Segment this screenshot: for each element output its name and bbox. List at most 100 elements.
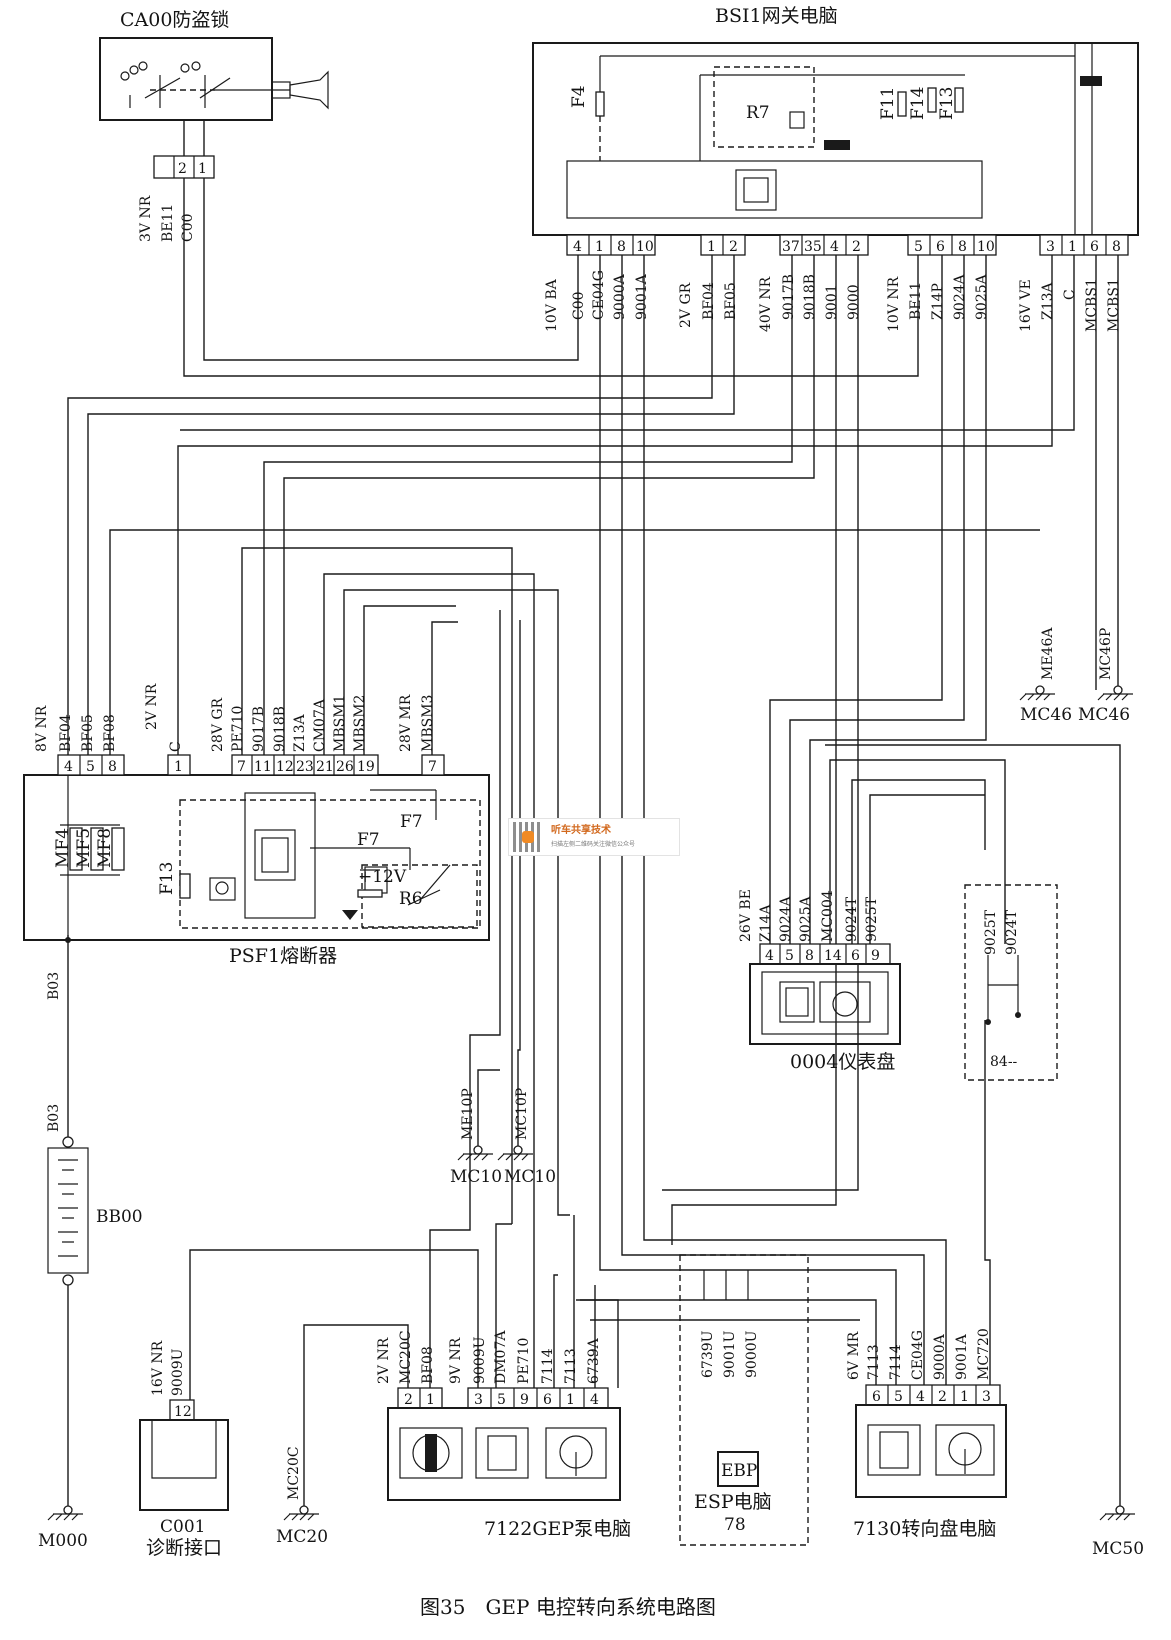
- ground-m000: M000: [38, 1505, 88, 1551]
- bsi1-fuse-f14: F14: [908, 87, 928, 120]
- bsi1-c3-wire-9017b: 9017B: [781, 274, 797, 320]
- cluster-wire-9025t: 9025T: [864, 896, 880, 942]
- bsi1-c4-spec: 10V NR: [886, 276, 902, 332]
- bsi1-c5-pin-3: 3: [1046, 239, 1055, 255]
- psf1-c4-spec: 28V MR: [398, 694, 414, 752]
- psf1-c1-wire-bf04: BF04: [58, 714, 74, 752]
- psf1-c3-wire-mbsm1: MBSM1: [332, 695, 348, 752]
- bsi1-connector-1: 4 1 8 10 10V BA C00 CE04G 9000A 9001A: [544, 234, 656, 332]
- bsi1-gateway-module: R7 F4 F11 F14 F13: [532, 42, 1139, 236]
- bb00-wire-b03-top: B03: [46, 972, 62, 1000]
- psf1-fuse-mf8: MF8: [95, 828, 115, 868]
- psf1-c2-wire-c: C: [168, 741, 184, 752]
- unit84-wire-9025t: 9025T: [983, 909, 999, 955]
- psf1-c1-pin-4: 4: [64, 759, 73, 775]
- bsi1-connector-2: 1 2 2V GR BF04 BF05: [678, 234, 746, 328]
- esp-inner-ebp: EBP: [721, 1461, 757, 1481]
- cluster-title: 0004仪表盘: [790, 1051, 895, 1073]
- psf1-fuse-f13: F13: [157, 862, 177, 895]
- gep-c2-pin-9: 9: [520, 1392, 529, 1408]
- psf1-c3-pin-21: 21: [316, 759, 334, 775]
- w7130-title: 7130转向盘电脑: [853, 1518, 996, 1540]
- w7130-pin-2: 2: [938, 1389, 947, 1405]
- gep-sensor-icon: [545, 1427, 607, 1479]
- psf1-chip-icon: [254, 829, 296, 881]
- ca00-pin-1: 1: [198, 161, 207, 177]
- cluster-wire-9024t: 9024T: [844, 896, 860, 942]
- psf1-c3-wire-mbsm2: MBSM2: [352, 695, 368, 752]
- gep-c1-pin-2: 2: [404, 1392, 413, 1408]
- harness-wires: [67, 178, 1121, 1510]
- bsi1-c2-wire-bf05: BF05: [723, 282, 739, 320]
- psf1-relay-r6: R6: [399, 889, 423, 909]
- bsi1-c1-pin-4: 4: [573, 239, 582, 255]
- esp78-ecu: 6739U 9001U 9000U EBP ESP电脑 78: [679, 1254, 809, 1546]
- ca00-antitheft-lock: 2 1 3V NR BE11 C00: [99, 37, 329, 242]
- cluster-pin-6: 6: [851, 948, 860, 964]
- ground-wire-me46a: ME46A: [1040, 627, 1056, 680]
- w7130-wire-9000a: 9000A: [932, 1333, 948, 1380]
- bsi1-c3-pin-4: 4: [830, 239, 839, 255]
- psf1-c3-pin-12: 12: [276, 759, 294, 775]
- cluster-pin-8: 8: [805, 948, 814, 964]
- psf1-c1-pin-8: 8: [108, 759, 117, 775]
- psf1-c3-wire-pe710: PE710: [230, 706, 246, 752]
- ground-mc46-b: MC46P MC46: [1078, 628, 1133, 725]
- cluster-wire-9025a: 9025A: [798, 895, 814, 942]
- bsi1-c4-pin-5: 5: [914, 239, 923, 255]
- w7130-wire-9001a: 9001A: [954, 1333, 970, 1380]
- psf1-fuse-mf4: MF4: [53, 828, 73, 868]
- psf1-fuse-mf5: MF5: [74, 828, 94, 868]
- psf1-fuse-f7: F7: [357, 830, 380, 850]
- ground-point-mc20: MC20: [276, 1527, 328, 1547]
- psf1-title: PSF1熔断器: [229, 945, 337, 967]
- psf1-c3-wire-9017b: 9017B: [251, 706, 267, 752]
- w7130-wire-7114: 7114: [888, 1344, 904, 1380]
- ground-point-mc10-b: MC10: [504, 1167, 556, 1187]
- gep-c1-spec: 2V NR: [376, 1337, 392, 1384]
- psf1-c2-pin-1: 1: [174, 759, 183, 775]
- watermark-line2: 扫描左侧二维码关注微信公众号: [551, 841, 636, 848]
- ground-mc10-b: MC10P MC10: [497, 1088, 556, 1187]
- w7130-wire-mc720: MC720: [976, 1328, 992, 1380]
- unit84-label: 84--: [990, 1054, 1018, 1070]
- w7130-pin-1: 1: [960, 1389, 969, 1405]
- bsi1-c1-spec: 10V BA: [544, 278, 560, 332]
- psf1-c1-wire-bf05: BF05: [80, 714, 96, 752]
- cluster-wire-mc004: MC004: [820, 890, 836, 942]
- bsi1-c1-wire-9000a: 9000A: [612, 273, 628, 320]
- unit84-wire-9024t: 9024T: [1004, 909, 1020, 955]
- psf1-c3-pin-19: 19: [357, 759, 375, 775]
- bsi1-fuse-f11: F11: [878, 87, 898, 120]
- c001-spec: 16V NR: [150, 1340, 166, 1396]
- cluster-pin-14: 14: [824, 948, 842, 964]
- gep-title: 7122GEP泵电脑: [484, 1518, 631, 1540]
- bsi1-c4-wire-9025a: 9025A: [974, 273, 990, 320]
- psf1-supply: +12V: [358, 867, 407, 887]
- bsi1-c5-pin-8: 8: [1112, 239, 1121, 255]
- psf1-c3-wire-cm07a: CM07A: [312, 698, 328, 752]
- bsi1-c4-pin-8: 8: [958, 239, 967, 255]
- psf1-c3-pin-23: 23: [296, 759, 314, 775]
- bsi1-c2-spec: 2V GR: [678, 282, 694, 328]
- c001-pin-12: 12: [174, 1404, 192, 1420]
- gep-c2-pin-3: 3: [474, 1392, 483, 1408]
- psf1-c2-spec: 2V NR: [144, 683, 160, 730]
- w7130-wire-7113: 7113: [866, 1344, 882, 1380]
- unit-84: 9025T 9024T 84--: [964, 884, 1058, 1081]
- ca00-title: CA00防盗锁: [120, 9, 229, 31]
- psf1-c3-pin-26: 26: [336, 759, 354, 775]
- bsi1-c2-pin-1: 1: [707, 239, 716, 255]
- gep7122-pump-ecu: 2 1 2V NR MC20C BF08 3 5 9 6 1 4 9V NR 9…: [376, 1330, 631, 1540]
- gep-c2-pin-5: 5: [497, 1392, 506, 1408]
- ground-point-mc46-b: MC46: [1078, 705, 1130, 725]
- bsi1-c1-wire-c00: C00: [571, 291, 587, 320]
- psf1-c3-wire-z13a: Z13A: [292, 713, 308, 752]
- ground-wire-mc10p: MC10P: [514, 1088, 530, 1140]
- psf1-c1-spec: 8V NR: [34, 705, 50, 752]
- gep-c2-wire-9009u: 9009U: [472, 1336, 488, 1384]
- cluster-chip-icon: [779, 981, 815, 1023]
- figure-caption: 图35 GEP 电控转向系统电路图: [420, 1595, 716, 1619]
- gep-c1-wire-mc20c: MC20C: [398, 1330, 414, 1384]
